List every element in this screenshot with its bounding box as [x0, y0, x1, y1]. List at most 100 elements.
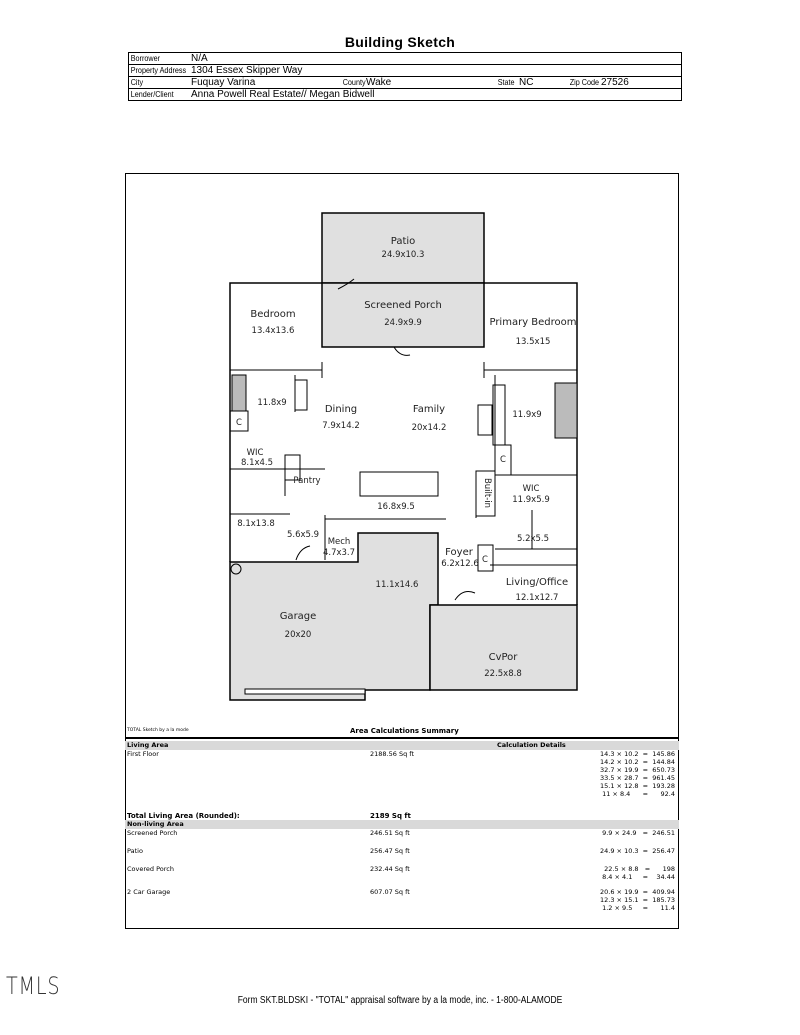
- family-dim: 20x14.2: [412, 423, 447, 433]
- first-floor-area: 2188.56 Sq ft: [370, 750, 414, 758]
- interior-walls: [229, 278, 578, 695]
- nonliving-name: 2 Car Garage: [127, 888, 171, 896]
- screened-porch-dim: 24.9x9.9: [384, 318, 421, 328]
- pantry-label: Pantry: [293, 476, 320, 486]
- patio-dim: 24.9x10.3: [382, 250, 425, 260]
- patio-label: Patio: [391, 236, 416, 247]
- nonliving-header: Non-living Area: [125, 820, 679, 829]
- wic1-dim: 8.1x4.5: [241, 458, 273, 468]
- calc-line: 22.5 × 8.8 = 198: [604, 865, 675, 873]
- state-label: State: [497, 77, 515, 87]
- foyer-label: Foyer: [445, 547, 474, 558]
- lender-label: Lender/Client: [130, 89, 174, 99]
- dining-label: Dining: [325, 404, 357, 415]
- calc-line: 24.9 × 10.3 = 256.47: [600, 847, 675, 855]
- nonliving-row: Screened Porch 246.51 Sq ft 9.9 × 24.9 =…: [125, 829, 679, 847]
- built-in-label: Built-in: [482, 478, 492, 508]
- nonliving-name: Covered Porch: [127, 865, 174, 873]
- screened-porch-label: Screened Porch: [364, 300, 442, 311]
- screened-porch-area: [321, 282, 485, 348]
- cvpor-dim: 22.5x8.8: [484, 669, 521, 679]
- family-label: Family: [413, 404, 445, 415]
- lender-value: Anna Powell Real Estate// Megan Bidwell: [191, 89, 375, 100]
- calc-line: 9.9 × 24.9 = 246.51: [602, 829, 675, 837]
- first-floor-name: First Floor: [127, 750, 159, 758]
- nonliving-row: Covered Porch 232.44 Sq ft 22.5 × 8.8 = …: [125, 865, 679, 888]
- living-area-header: Living Area Calculation Details: [125, 741, 679, 750]
- wic2-label: WIC: [523, 484, 540, 494]
- primary-bedroom-label: Primary Bedroom: [489, 317, 576, 328]
- covered-porch-area: [429, 604, 578, 691]
- county-value: Wake: [366, 77, 392, 88]
- sketch-frame: [125, 173, 679, 929]
- address-label: Property Address: [130, 65, 187, 75]
- room-8-1-dim: 8.1x13.8: [237, 519, 274, 529]
- calc-line: 12.3 × 15.1 = 185.73: [600, 896, 675, 904]
- calc-line: 11 × 8.4 = 92.4: [602, 790, 675, 798]
- city-row: City Fuquay Varina County Wake State NC …: [129, 77, 681, 89]
- bath2-dim: 11.9x9: [512, 410, 541, 420]
- laundry-dim: 5.6x5.9: [287, 530, 319, 540]
- nonliving-area: 232.44 Sq ft: [370, 865, 410, 873]
- bath1-dim: 11.8x9: [257, 398, 286, 408]
- living-office-label: Living/Office: [506, 577, 568, 588]
- state-value: NC: [519, 77, 534, 88]
- zip-label: Zip Code: [569, 77, 600, 87]
- wic1-label: WIC: [247, 448, 264, 458]
- property-header: Borrower N/A Property Address 1304 Essex…: [128, 52, 682, 101]
- city-value: Fuquay Varina: [191, 77, 256, 88]
- garage-label: Garage: [280, 611, 317, 622]
- calc-details-label: Calculation Details: [497, 741, 566, 749]
- house-wall-east: [484, 282, 578, 605]
- nonliving-area: 246.51 Sq ft: [370, 829, 410, 837]
- nonliving-area: 607.07 Sq ft: [370, 888, 410, 896]
- primary-bedroom-dim: 13.5x15: [516, 337, 551, 347]
- total-living-value: 2189 Sq ft: [370, 812, 411, 820]
- closet3-label: C: [482, 555, 488, 565]
- calc-line: 14.3 × 10.2 = 145.86: [600, 750, 675, 758]
- calc-line: 33.5 × 28.7 = 961.45: [600, 774, 675, 782]
- total-living-row: Total Living Area (Rounded): 2189 Sq ft: [125, 812, 679, 820]
- first-floor-row: First Floor 2188.56 Sq ft 14.3 × 10.2 = …: [125, 750, 679, 812]
- room-labels: Patio 24.9x10.3 Screened Porch 24.9x9.9 …: [236, 236, 577, 679]
- garage-ext-dim: 11.1x14.6: [376, 580, 419, 590]
- nonliving-row: Patio 256.47 Sq ft 24.9 × 10.3 = 256.47: [125, 847, 679, 865]
- patio-area: [321, 212, 485, 284]
- mech-dim: 4.7x3.7: [323, 548, 355, 558]
- calc-line: 14.2 × 10.2 = 144.84: [600, 758, 675, 766]
- address-value: 1304 Essex Skipper Way: [191, 65, 303, 76]
- county-label: County: [342, 77, 366, 87]
- calc-line: 32.7 × 19.9 = 650.73: [600, 766, 675, 774]
- garage-dim: 20x20: [285, 630, 312, 640]
- closet2-label: C: [500, 455, 506, 465]
- summary-title: Area Calculations Summary: [350, 727, 459, 735]
- floor-plan: Patio 24.9x10.3 Screened Porch 24.9x9.9 …: [229, 212, 578, 701]
- area-calculations-summary: TOTAL Sketch by a la mode Area Calculati…: [125, 727, 679, 914]
- page-title: Building Sketch: [344, 34, 456, 50]
- borrower-value: N/A: [191, 53, 208, 64]
- total-living-label: Total Living Area (Rounded):: [127, 812, 240, 820]
- tmls-logo: TMLS: [6, 972, 61, 1000]
- half-bath-dim: 5.2x5.5: [517, 534, 549, 544]
- mech-label: Mech: [328, 537, 351, 547]
- garage-area: [229, 532, 439, 701]
- nonliving-name: Screened Porch: [127, 829, 178, 837]
- foyer-dim: 6.2x12.6: [441, 559, 478, 569]
- borrower-row: Borrower N/A: [129, 53, 681, 65]
- address-row: Property Address 1304 Essex Skipper Way: [129, 65, 681, 77]
- lender-row: Lender/Client Anna Powell Real Estate// …: [129, 89, 681, 100]
- bedroom-dim: 13.4x13.6: [252, 326, 295, 336]
- calc-line: 8.4 × 4.1 = 34.44: [602, 873, 675, 881]
- calc-line: 15.1 × 12.8 = 193.28: [600, 782, 675, 790]
- living-office-dim: 12.1x12.7: [516, 593, 559, 603]
- borrower-label: Borrower: [130, 53, 161, 63]
- cvpor-label: CvPor: [489, 652, 519, 663]
- calc-line: 1.2 × 9.5 = 11.4: [602, 904, 675, 912]
- kitchen-dim: 16.8x9.5: [377, 502, 414, 512]
- closet-label: C: [236, 418, 242, 428]
- form-footer: Form SKT.BLDSKI - "TOTAL" appraisal soft…: [237, 995, 563, 1006]
- zip-value: 27526: [601, 77, 629, 88]
- living-area-label: Living Area: [127, 741, 169, 749]
- nonliving-area: 256.47 Sq ft: [370, 847, 410, 855]
- wic2-dim: 11.9x5.9: [512, 495, 549, 505]
